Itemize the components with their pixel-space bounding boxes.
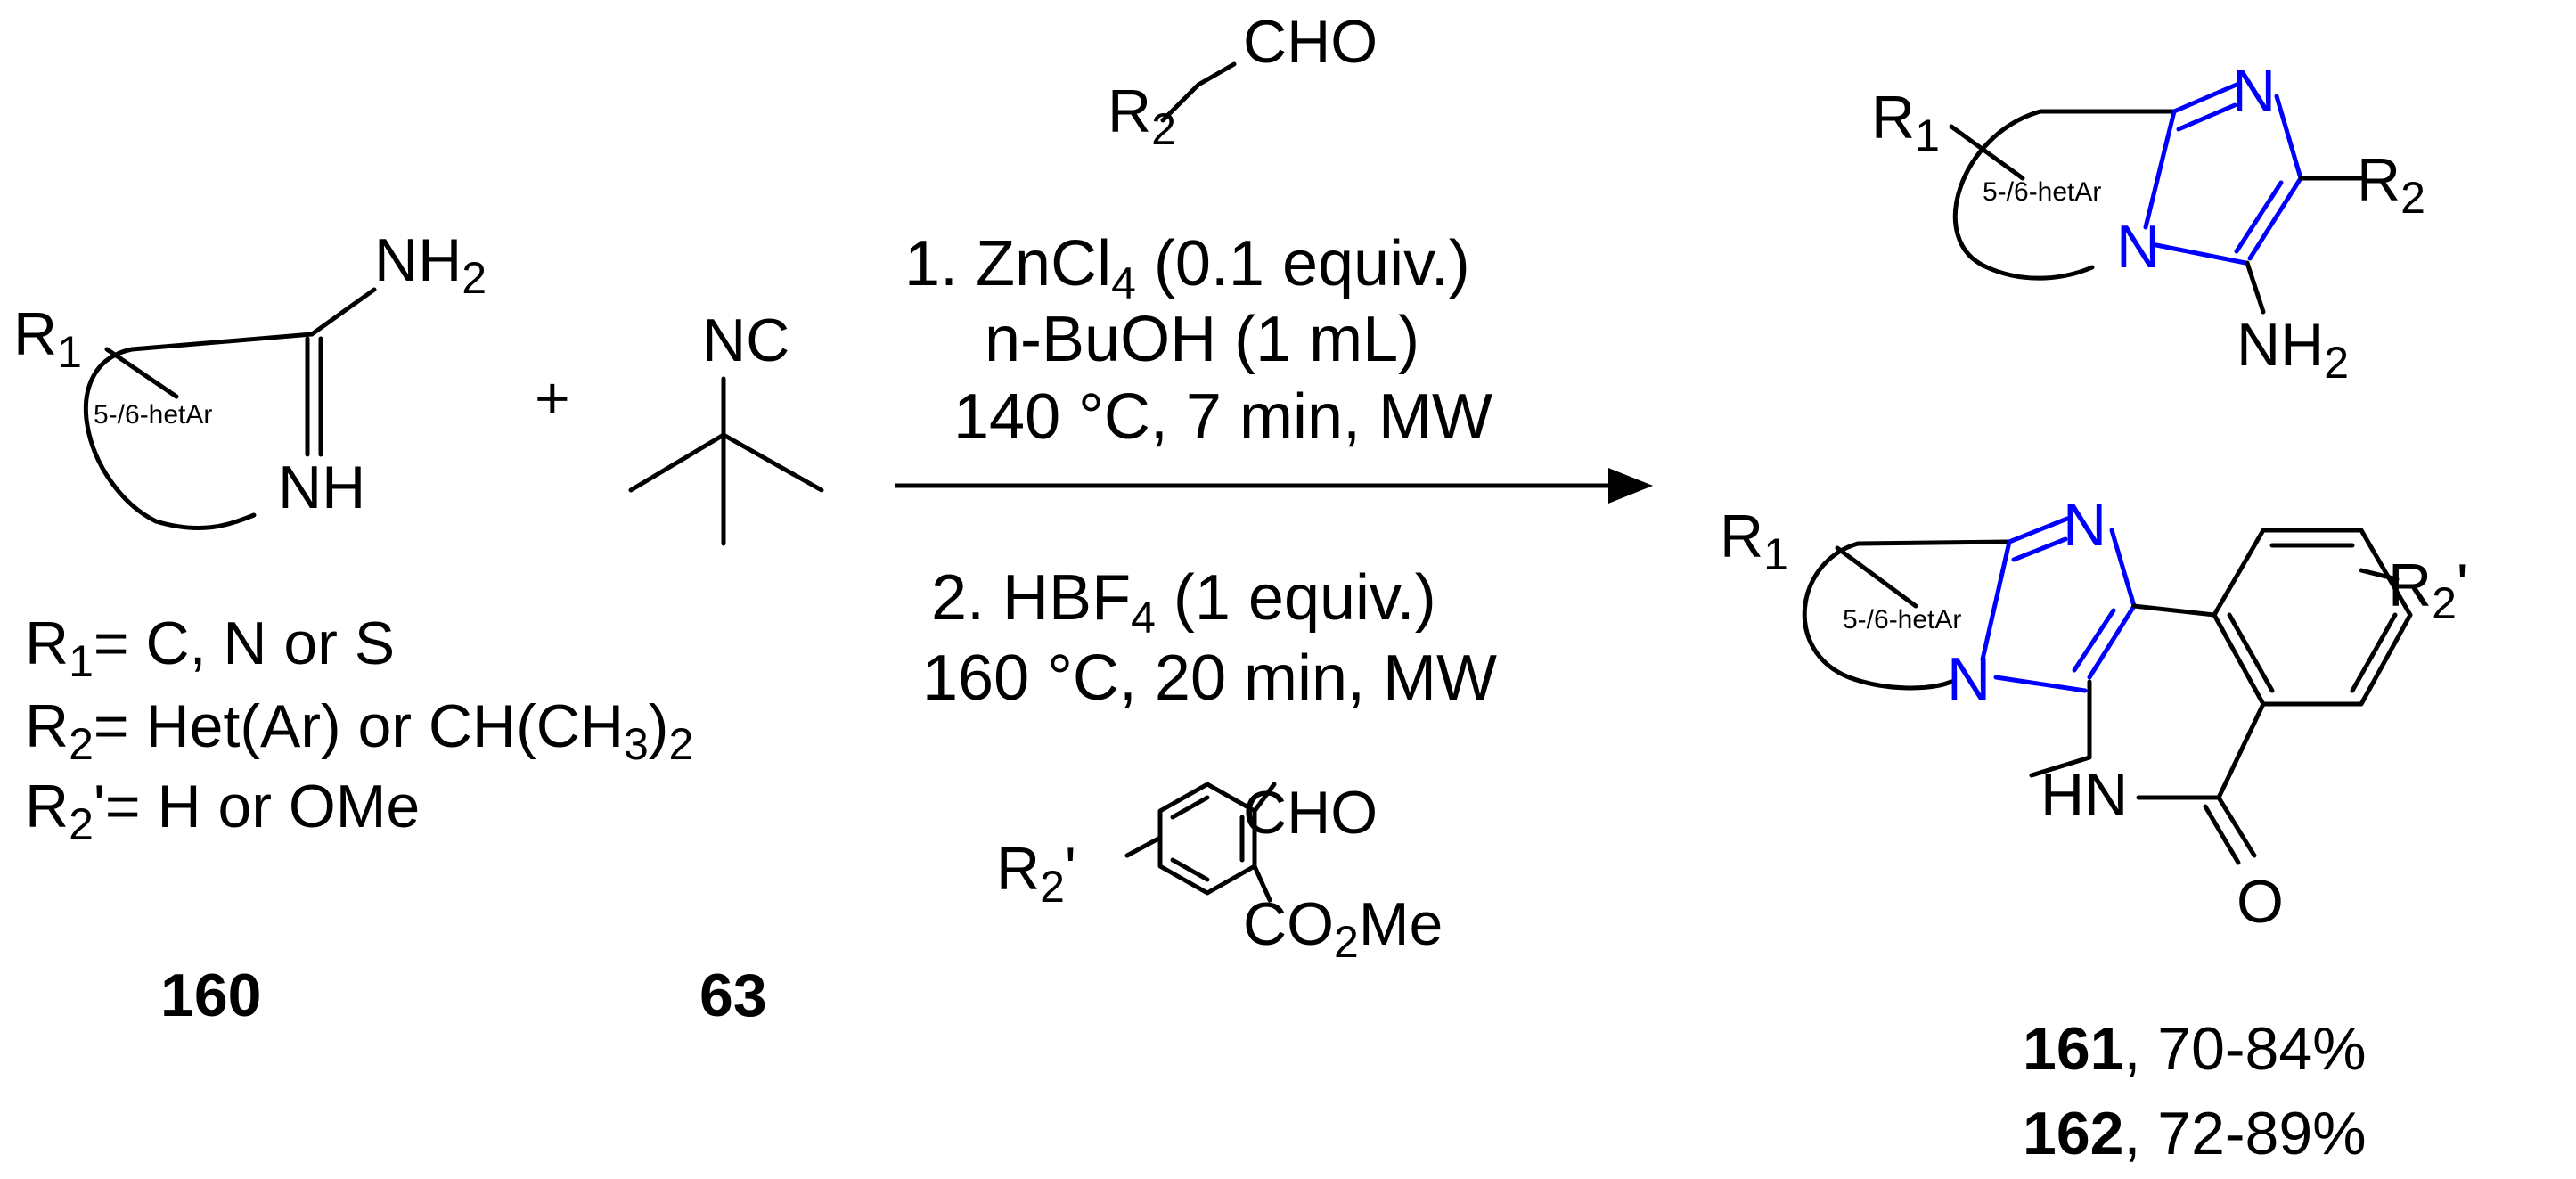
- amidine-r1: R: [13, 300, 57, 368]
- cond-step2-pre: 2. HBF: [931, 562, 1131, 634]
- p162-r2p: R: [2388, 552, 2432, 619]
- amidine-r1-sub: 1: [57, 327, 82, 377]
- svg-text:R2': R2': [996, 835, 1076, 912]
- legend-r1-text: = C, N or S: [94, 610, 395, 677]
- p162-hn: HN: [2040, 761, 2128, 829]
- yield-162: 162, 72-89%: [2023, 1100, 2367, 1167]
- yield-161-id: 161: [2023, 1015, 2123, 1083]
- svg-text:R2= Het(Ar) or CH(CH3)2: R2= Het(Ar) or CH(CH3)2: [25, 692, 693, 769]
- svg-text:R2': R2': [2388, 552, 2468, 628]
- aryl-r-prime: ': [1065, 835, 1076, 903]
- p162-o: O: [2237, 868, 2284, 936]
- p161-n-bridge: N: [2116, 213, 2160, 281]
- cond-step1-sub: 4: [1111, 258, 1136, 308]
- legend-r2p: R: [25, 773, 69, 840]
- legend-r2-close: ): [649, 692, 669, 760]
- svg-text:R1: R1: [1720, 503, 1788, 579]
- legend-r2-sub: 2: [69, 719, 94, 769]
- svg-text:1. ZnCl4 (0.1 equiv.): 1. ZnCl4 (0.1 equiv.): [904, 228, 1470, 308]
- svg-text:NH2: NH2: [374, 226, 487, 303]
- substituent-legend: R1= C, N or S R2= Het(Ar) or CH(CH3)2 R2…: [25, 610, 693, 849]
- aldehyde-cho: CHO: [1243, 8, 1378, 76]
- aryl-r: R: [996, 835, 1040, 903]
- compound-160: 160: [160, 962, 261, 1029]
- aryl-reagent: CHO CO2Me R2': [996, 779, 1443, 967]
- cond-step1-solvent: n-BuOH (1 mL): [985, 304, 1419, 375]
- isocyanide-63: NC: [628, 307, 824, 546]
- conditions: 1. ZnCl4 (0.1 equiv.) n-BuOH (1 mL) 140 …: [895, 228, 1653, 714]
- cond-step2-sub: 4: [1131, 593, 1156, 643]
- yield-161: 161, 70-84%: [2023, 1015, 2367, 1083]
- cond-step1-temp: 140 °C, 7 min, MW: [953, 381, 1492, 453]
- product-161: R1 5-/6-hetAr N N R2 NH2: [1871, 57, 2425, 388]
- svg-text:R2'= H or OMe: R2'= H or OMe: [25, 773, 420, 849]
- cond-step2-post: (1 equiv.): [1156, 562, 1436, 634]
- legend-r2p-text: '= H or OMe: [94, 773, 420, 840]
- aryl-co-sub: 2: [1334, 917, 1359, 967]
- aryl-r-sub: 2: [1040, 862, 1065, 912]
- aldehyde-reagent: R2 CHO: [1108, 8, 1378, 154]
- yield-162-id: 162: [2023, 1100, 2123, 1167]
- p161-nh2: NH: [2237, 311, 2324, 379]
- aldehyde-r-sub: 2: [1151, 104, 1176, 154]
- amidine-nh2: NH: [374, 226, 462, 294]
- svg-text:R1: R1: [13, 300, 82, 377]
- compound-63: 63: [699, 962, 767, 1029]
- aryl-cho: CHO: [1243, 779, 1378, 847]
- yield-162-value: , 72-89%: [2123, 1100, 2366, 1167]
- product-162: R1 5-/6-hetAr N N R2' HN O: [1720, 491, 2468, 936]
- p162-r1: R: [1720, 503, 1763, 570]
- cond-step1-post: (0.1 equiv.): [1136, 228, 1470, 299]
- svg-text:2. HBF4 (1 equiv.): 2. HBF4 (1 equiv.): [931, 562, 1436, 643]
- amidine-nh: NH: [278, 454, 365, 521]
- legend-r1: R: [25, 610, 69, 677]
- svg-text:CO2Me: CO2Me: [1243, 890, 1443, 967]
- p161-r2-sub: 2: [2400, 173, 2425, 223]
- yield-161-value: , 70-84%: [2123, 1015, 2366, 1083]
- p162-r2p-prime: ': [2457, 552, 2468, 619]
- isocyanide-nc: NC: [702, 307, 789, 374]
- amidine-160: R1 5-/6-hetAr NH2 NH: [13, 226, 487, 531]
- cond-step2-temp: 160 °C, 20 min, MW: [922, 643, 1497, 714]
- plus-sign: +: [535, 364, 570, 432]
- svg-text:R2: R2: [2357, 146, 2425, 223]
- p162-ring-label: 5-/6-hetAr: [1843, 605, 1961, 635]
- p162-n-bridge: N: [1947, 645, 1991, 713]
- cond-step1-pre: 1. ZnCl: [904, 228, 1111, 299]
- aldehyde-r: R: [1108, 78, 1151, 145]
- legend-r2-sub3: 2: [668, 719, 693, 769]
- legend-r2-sub2: 3: [624, 719, 649, 769]
- p161-r2: R: [2357, 146, 2400, 214]
- legend-r2: R: [25, 692, 69, 760]
- svg-text:R1= C, N or S: R1= C, N or S: [25, 610, 395, 686]
- legend-r1-sub: 1: [69, 636, 94, 686]
- p162-n-top: N: [2063, 491, 2106, 559]
- svg-text:R2: R2: [1108, 78, 1176, 154]
- legend-r2p-sub: 2: [69, 799, 94, 849]
- p161-r1-sub: 1: [1915, 111, 1940, 160]
- amidine-nh2-sub: 2: [462, 253, 487, 303]
- p161-ring-label: 5-/6-hetAr: [1983, 177, 2101, 207]
- amidine-ring-label: 5-/6-hetAr: [94, 400, 212, 430]
- aryl-co-post: Me: [1359, 890, 1443, 958]
- p161-nh2-sub: 2: [2324, 338, 2349, 388]
- p161-r1: R: [1871, 84, 1915, 151]
- p161-n-top: N: [2232, 57, 2276, 125]
- svg-text:R1: R1: [1871, 84, 1940, 160]
- legend-r2-text: = Het(Ar) or CH(CH: [94, 692, 624, 760]
- svg-text:NH2: NH2: [2237, 311, 2349, 388]
- p162-r1-sub: 1: [1763, 529, 1788, 579]
- p162-r2p-sub: 2: [2432, 578, 2457, 628]
- aryl-co: CO: [1243, 890, 1334, 958]
